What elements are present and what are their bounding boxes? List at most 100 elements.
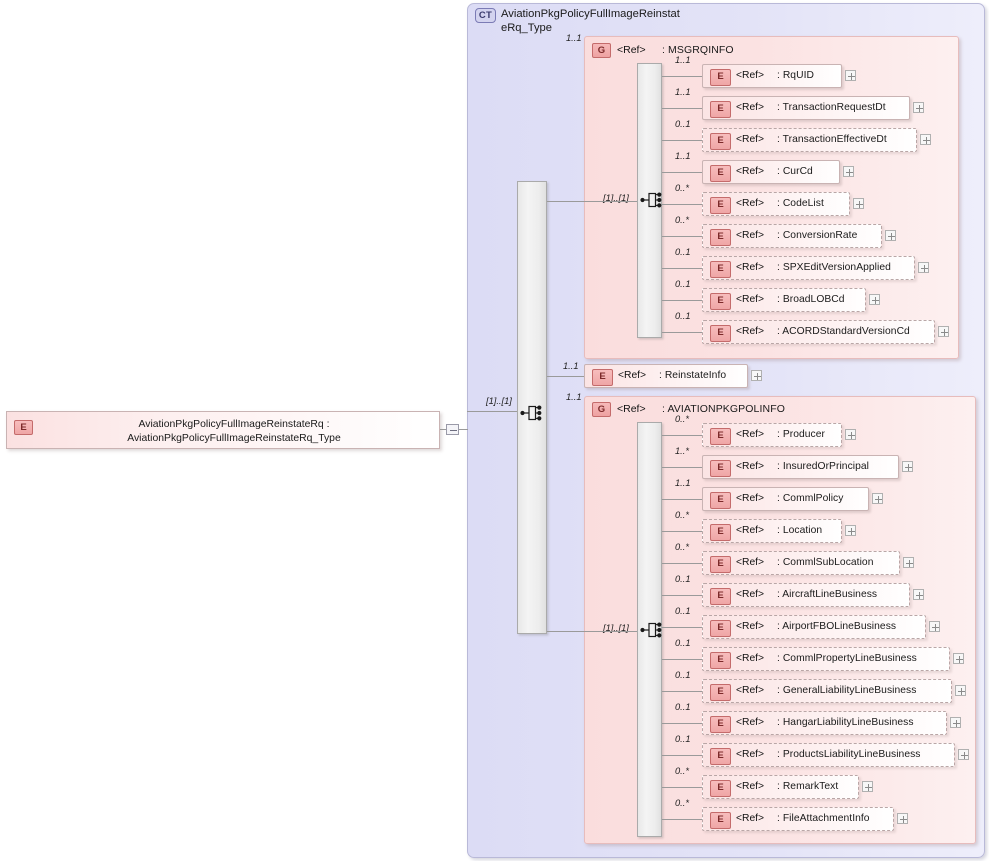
group-entry-line-aviationpkgpolinfo — [584, 631, 637, 632]
element-badge: E — [710, 261, 731, 278]
element-cardinality-label: 0..1 — [675, 574, 691, 584]
element-connector-line — [662, 76, 702, 77]
element-expand-icon[interactable] — [953, 653, 964, 664]
element-box[interactable]: E<Ref>: CurCd — [702, 160, 840, 184]
element-expand-icon[interactable] — [872, 493, 883, 504]
element-expand-icon[interactable] — [897, 813, 908, 824]
element-box[interactable]: E<Ref>: RemarkText — [702, 775, 859, 799]
element-ref-label: <Ref> — [618, 370, 647, 381]
element-name-label: : CommlSubLocation — [777, 557, 874, 568]
element-name-label: : GeneralLiabilityLineBusiness — [777, 685, 917, 696]
element-expand-icon[interactable] — [938, 326, 949, 337]
element-connector-line — [662, 627, 702, 628]
element-box[interactable]: E<Ref>: AircraftLineBusiness — [702, 583, 910, 607]
collapse-minus-toggle[interactable] — [446, 424, 459, 435]
element-name-label: : FileAttachmentInfo — [777, 813, 870, 824]
element-expand-icon[interactable] — [918, 262, 929, 273]
element-ref-label: <Ref> — [736, 493, 765, 504]
element-box[interactable]: E<Ref>: ConversionRate — [702, 224, 882, 248]
element-ref-label: <Ref> — [736, 813, 765, 824]
element-cardinality-label: 1..* — [675, 446, 689, 456]
element-expand-icon[interactable] — [902, 461, 913, 472]
group-badge: G — [592, 402, 611, 417]
element-ref-label: <Ref> — [736, 525, 765, 536]
element-expand-icon[interactable] — [950, 717, 961, 728]
element-expand-icon[interactable] — [845, 70, 856, 81]
element-box[interactable]: E<Ref>: CommlPropertyLineBusiness — [702, 647, 950, 671]
element-expand-icon[interactable] — [929, 621, 940, 632]
element-connector-line — [662, 499, 702, 500]
element-expand-icon[interactable] — [955, 685, 966, 696]
element-box[interactable]: E<Ref>: SPXEditVersionApplied — [702, 256, 915, 280]
element-box[interactable]: E<Ref>: Location — [702, 519, 842, 543]
outer-compositor-bar[interactable] — [517, 181, 547, 634]
element-cardinality-reinstateinfo: 1..1 — [563, 361, 579, 371]
element-cardinality-label: 0..* — [675, 510, 689, 520]
element-box[interactable]: E<Ref>: HangarLiabilityLineBusiness — [702, 711, 947, 735]
element-badge: E — [710, 684, 731, 701]
element-name-label: : RqUID — [777, 70, 814, 81]
element-connector-line — [662, 268, 702, 269]
element-cardinality-label: 0..* — [675, 183, 689, 193]
element-expand-icon[interactable] — [920, 134, 931, 145]
group-sequence-icon-msgrqinfo[interactable] — [640, 190, 664, 210]
element-box[interactable]: E<Ref>: TransactionEffectiveDt — [702, 128, 917, 152]
element-connector-line — [662, 467, 702, 468]
element-box[interactable]: E<Ref>: Producer — [702, 423, 842, 447]
root-element-label: AviationPkgPolicyFullImageReinstateRq : … — [127, 419, 341, 444]
element-name-label: : ConversionRate — [777, 230, 858, 241]
root-connector-line — [459, 429, 468, 430]
element-expand-icon[interactable] — [751, 370, 762, 381]
element-name-label: : ReinstateInfo — [659, 370, 727, 381]
element-expand-icon[interactable] — [843, 166, 854, 177]
element-box[interactable]: E<Ref>: ACORDStandardVersionCd — [702, 320, 935, 344]
element-expand-icon[interactable] — [845, 525, 856, 536]
group-sequence-icon-aviationpkgpolinfo[interactable] — [640, 620, 664, 640]
element-expand-icon[interactable] — [862, 781, 873, 792]
element-name-label: : CurCd — [777, 166, 813, 177]
element-box[interactable]: E <Ref> : RqUID — [702, 64, 842, 88]
element-cardinality-label: 0..1 — [675, 670, 691, 680]
element-box[interactable]: E<Ref>: InsuredOrPrincipal — [702, 455, 899, 479]
element-expand-icon[interactable] — [903, 557, 914, 568]
element-expand-icon[interactable] — [913, 102, 924, 113]
element-ref-label: <Ref> — [736, 70, 765, 81]
element-expand-icon[interactable] — [853, 198, 864, 209]
element-name-label: : TransactionRequestDt — [777, 102, 886, 113]
element-box[interactable]: E<Ref>: FileAttachmentInfo — [702, 807, 894, 831]
element-badge: E — [710, 588, 731, 605]
element-expand-icon[interactable] — [913, 589, 924, 600]
element-badge: E — [710, 69, 731, 86]
root-element-box[interactable] — [6, 411, 440, 449]
element-ref-label: <Ref> — [736, 749, 765, 760]
element-box[interactable]: E<Ref>: TransactionRequestDt — [702, 96, 910, 120]
element-connector-line — [662, 204, 702, 205]
element-box[interactable]: E<Ref>: ProductsLiabilityLineBusiness — [702, 743, 955, 767]
element-name-label: : ACORDStandardVersionCd — [777, 326, 910, 337]
element-box[interactable]: E<Ref>: AirportFBOLineBusiness — [702, 615, 926, 639]
element-badge: E — [710, 748, 731, 765]
element-connector-line — [662, 723, 702, 724]
element-box[interactable]: E<Ref>: GeneralLiabilityLineBusiness — [702, 679, 952, 703]
element-cardinality-label: 1..1 — [675, 478, 691, 488]
element-box[interactable]: E<Ref>: CodeList — [702, 192, 850, 216]
element-box[interactable]: E<Ref>: CommlPolicy — [702, 487, 869, 511]
element-box-reinstateinfo[interactable]: E<Ref>: ReinstateInfo — [584, 364, 748, 388]
element-box[interactable]: E<Ref>: CommlSubLocation — [702, 551, 900, 575]
group-entry-line-msgrqinfo — [584, 201, 637, 202]
element-cardinality-label: 1..1 — [675, 55, 691, 65]
top-level-branch-line-0 — [547, 201, 584, 202]
element-expand-icon[interactable] — [885, 230, 896, 241]
element-connector-line — [662, 172, 702, 173]
outer-sequence-icon[interactable] — [520, 403, 544, 423]
element-expand-icon[interactable] — [845, 429, 856, 440]
element-connector-line — [662, 755, 702, 756]
element-cardinality-label: 0..* — [675, 215, 689, 225]
element-expand-icon[interactable] — [869, 294, 880, 305]
element-box[interactable]: E<Ref>: BroadLOBCd — [702, 288, 866, 312]
element-badge: E — [710, 652, 731, 669]
group-sequence-cardinality-msgrqinfo: [1]..[1] — [603, 193, 629, 203]
root-element-badge: E — [14, 420, 33, 435]
element-expand-icon[interactable] — [958, 749, 969, 760]
element-name-label: : AircraftLineBusiness — [777, 589, 878, 600]
